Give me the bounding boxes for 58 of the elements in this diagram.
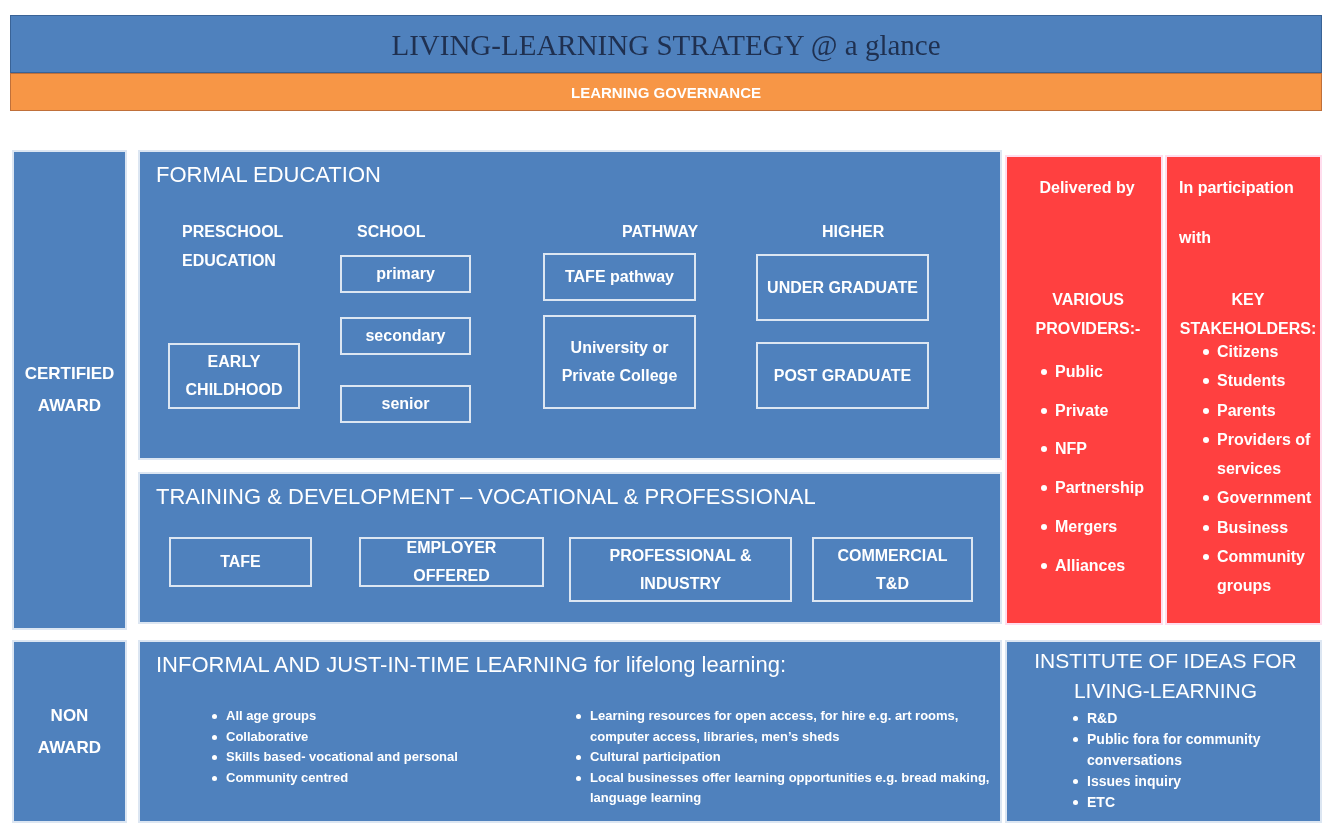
row-label: NON AWARD — [12, 640, 127, 823]
category-box: EARLY CHILDHOOD — [168, 343, 300, 409]
bullet-item: Cultural participation — [590, 749, 721, 764]
bullet-item: NFP — [1055, 440, 1087, 458]
category-box: senior — [340, 385, 471, 423]
bullet-item: Community centred — [226, 769, 349, 785]
governance-band: LEARNING GOVERNANCE — [10, 73, 1322, 111]
panel-heading: Delivered by — [1038, 178, 1136, 198]
category-box: UNDER GRADUATE — [756, 254, 929, 321]
category-box: TAFE pathway — [543, 253, 696, 301]
bullet-item: Learning resources for open access, for hire e.g. art rooms, computer access, libraries, men’s sheds — [590, 708, 959, 744]
category-box: secondary — [340, 317, 471, 355]
category-box: TAFE — [169, 537, 312, 587]
panel-heading: INFORMAL AND JUST-IN-TIME LEARNING for lifelong learning: — [156, 652, 786, 678]
column-heading: HIGHER — [822, 222, 886, 242]
category-box: POST GRADUATE — [756, 342, 929, 409]
bullet-item: Community groups — [1217, 548, 1305, 595]
bullet-item: Public fora for community conversations — [1087, 731, 1261, 768]
bullet-item: Collaborative — [226, 728, 309, 744]
bullet-item: Parents — [1217, 401, 1276, 419]
column-heading: PRESCHOOL EDUCATION — [182, 222, 285, 271]
column-heading: SCHOOL — [357, 222, 427, 242]
bullet-item: Government — [1217, 489, 1312, 507]
panel-heading: FORMAL EDUCATION — [156, 162, 381, 188]
bullet-item: Public — [1055, 363, 1103, 380]
bullet-item: Issues inquiry — [1087, 773, 1182, 789]
panel-heading: In participation with — [1179, 178, 1295, 248]
panel-heading: TRAINING & DEVELOPMENT – VOCATIONAL & PROFESSIONAL — [156, 484, 816, 510]
section-panel — [138, 640, 1002, 823]
category-box: primary — [340, 255, 471, 293]
bullet-item: Private — [1055, 401, 1109, 419]
section-panel — [138, 150, 1002, 460]
bullet-item: All age groups — [226, 708, 317, 723]
bullet-item: Providers of services — [1217, 430, 1311, 478]
section-panel — [138, 472, 1002, 624]
bullet-item: ETC — [1087, 794, 1115, 810]
bullet-item: Partnership — [1055, 479, 1144, 497]
bullet-item: Citizens — [1217, 343, 1279, 360]
bullet-item: Business — [1217, 518, 1289, 536]
category-box: EMPLOYER OFFERED — [359, 537, 544, 587]
section-panel — [1005, 640, 1322, 823]
bullet-item: Local businesses offer learning opportunities e.g. bread making, language learning — [590, 769, 990, 805]
bullet-item: R&D — [1087, 710, 1118, 726]
title-banner: LIVING-LEARNING STRATEGY @ a glance — [10, 15, 1322, 73]
list-heading: VARIOUS PROVIDERS:- — [1034, 290, 1142, 339]
bullet-item: Students — [1217, 372, 1286, 390]
category-box: COMMERCIAL T&D — [812, 537, 973, 602]
provider-panel — [1165, 155, 1322, 625]
provider-panel — [1005, 155, 1163, 625]
category-box: PROFESSIONAL & INDUSTRY — [569, 537, 792, 602]
bullet-item: Mergers — [1055, 517, 1118, 535]
bullet-item: Skills based- vocational and personal — [226, 749, 458, 764]
column-heading: PATHWAY — [622, 222, 700, 242]
panel-heading: INSTITUTE OF IDEAS FOR LIVING-LEARNING — [1033, 648, 1298, 704]
row-label: CERTIFIED AWARD — [12, 150, 127, 630]
category-box: University or Private College — [543, 315, 696, 409]
bullet-item: Alliances — [1055, 556, 1126, 574]
list-heading: KEY STAKEHOLDERS: — [1178, 290, 1318, 339]
